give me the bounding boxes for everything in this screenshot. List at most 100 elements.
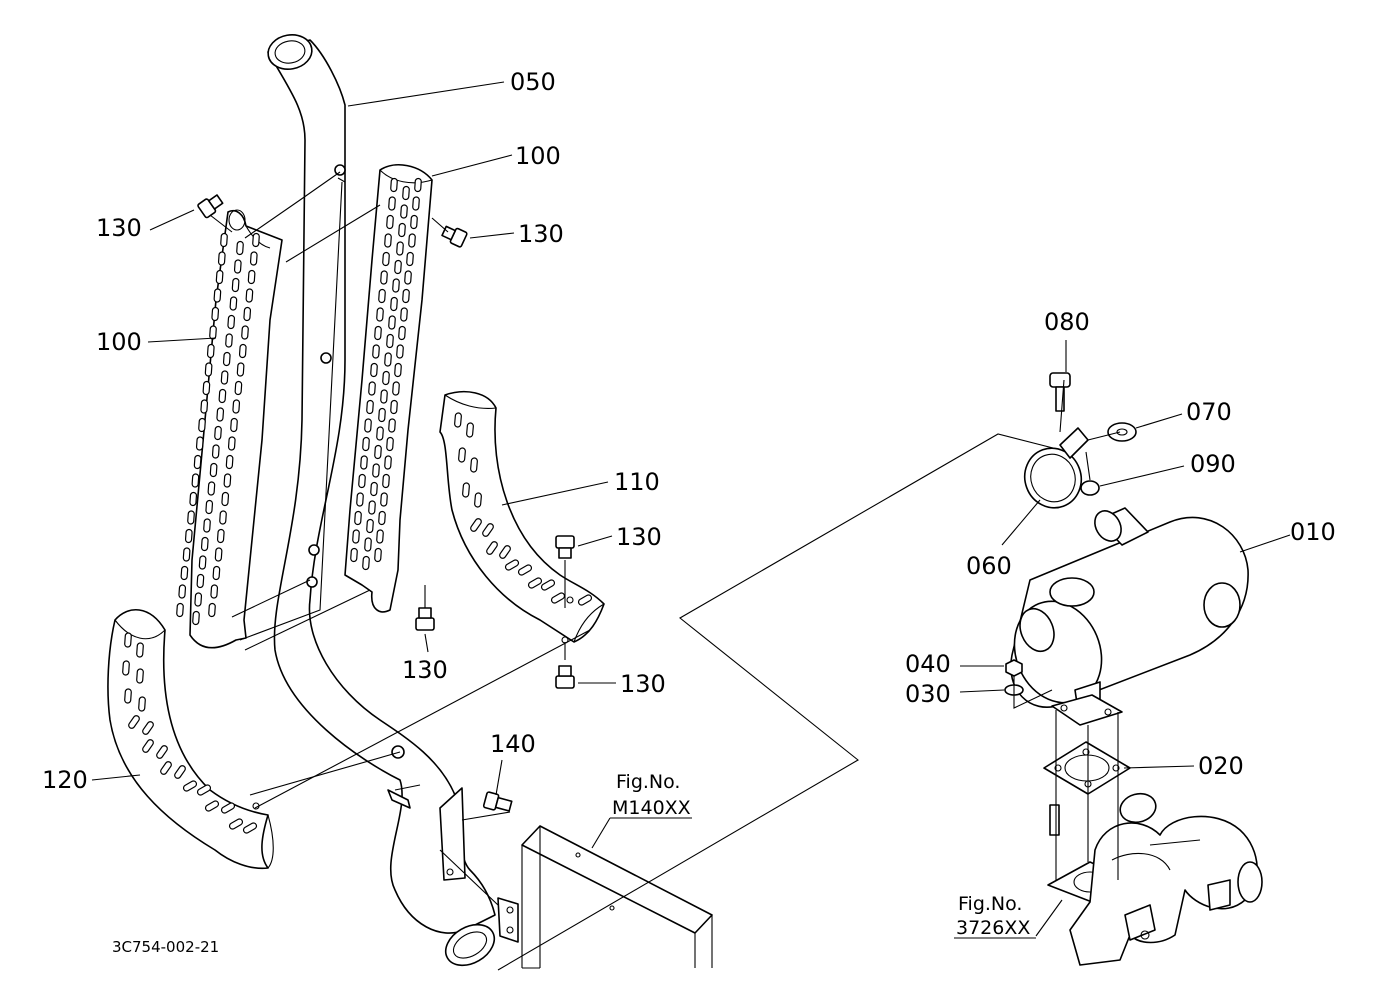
perforation-slot (392, 381, 400, 396)
perforation-slot (499, 545, 511, 559)
perforation-slot (466, 422, 474, 438)
perforation-slot (225, 333, 233, 348)
perforation-slot (142, 721, 154, 735)
perforation-slot (207, 481, 216, 496)
perforation-slot (178, 584, 187, 599)
fig-ref-label: Fig.No. (958, 893, 1022, 915)
perforation-slot (241, 325, 249, 340)
perforation-slot (376, 529, 384, 544)
perforation-slot (368, 500, 376, 515)
label-010: 010 (1290, 518, 1336, 546)
perforation-slot (414, 177, 422, 193)
perforation-slot (200, 399, 209, 414)
fig-ref-radiator: M140XX (612, 797, 691, 819)
label-060: 060 (966, 552, 1012, 580)
label-100: 100 (96, 328, 142, 356)
label-130: 130 (402, 656, 448, 684)
perforation-slot (354, 510, 362, 526)
perforation-slot (138, 696, 146, 712)
stud-bolt (1049, 804, 1060, 836)
clamp-060 (1023, 427, 1089, 509)
perforation-slot (372, 463, 380, 478)
perforation-slot (380, 492, 388, 507)
perforation-slot (225, 454, 234, 470)
heat-shield-100-right (344, 164, 433, 613)
perforation-slot (245, 288, 254, 303)
perforation-slot (219, 510, 227, 525)
perforation-slot (372, 344, 380, 359)
label-130: 130 (96, 214, 142, 242)
perforation-slot (356, 492, 364, 507)
perforation-slot (216, 528, 225, 544)
perforation-slot (223, 473, 232, 488)
perforation-slot (227, 436, 236, 451)
perforation-slot (136, 642, 144, 658)
perforation-slot (192, 610, 200, 626)
turbocharger (1047, 792, 1263, 966)
heat-shield-120 (107, 608, 274, 870)
perforation-slot (412, 196, 420, 211)
perforation-slot (394, 362, 402, 378)
perforation-slot (396, 344, 404, 359)
perforation-slot (124, 688, 132, 704)
perforation-slot (221, 491, 230, 507)
label-130: 130 (620, 670, 666, 698)
perforation-slot (352, 529, 360, 544)
perforation-slot (527, 577, 543, 589)
perforation-slot (370, 362, 378, 378)
perforation-slot (220, 802, 236, 814)
perforation-slot (238, 343, 247, 359)
perforation-slot (396, 241, 404, 256)
perforation-slot (196, 573, 205, 589)
label-140: 140 (490, 730, 536, 758)
perforation-slot (404, 270, 412, 285)
perforation-slot (189, 491, 198, 507)
perforation-slot (374, 444, 382, 460)
heat-shield-110 (439, 391, 605, 644)
radiator-frame (497, 825, 713, 969)
perforation-slot (203, 518, 211, 533)
perforation-slot (182, 547, 191, 562)
perforation-slot (236, 362, 245, 377)
perforation-slot (227, 314, 236, 330)
perforation-slot (208, 602, 216, 618)
perforation-slot (187, 510, 195, 525)
perforation-slot (378, 407, 386, 423)
perforation-slot (222, 351, 231, 367)
perforation-slot (462, 482, 470, 498)
perforation-slot (386, 333, 394, 349)
perforation-slot (362, 555, 370, 571)
label-120: 120 (42, 766, 88, 794)
perforation-slots (122, 177, 593, 834)
perforation-slot (204, 800, 220, 812)
perforation-slot (176, 602, 184, 618)
fig-ref-turbo: 3726XX (956, 917, 1030, 939)
perforation-slot (193, 454, 202, 470)
perforation-slot (217, 251, 226, 266)
perforation-slot (122, 660, 130, 676)
perforation-slot (232, 399, 241, 414)
perforation-slot (388, 196, 396, 211)
perforation-slot (470, 457, 478, 473)
perforation-slot (360, 455, 368, 470)
perforation-slot (174, 765, 186, 779)
perforation-slot (350, 547, 358, 563)
perforation-slot (408, 233, 416, 248)
perforation-slot (211, 444, 220, 459)
perforation-slot (242, 822, 258, 834)
perforation-slot (384, 233, 392, 248)
perforation-slot (184, 528, 193, 544)
gasket-020 (1043, 741, 1131, 795)
perforation-slot (364, 418, 372, 433)
reference-lines (209, 171, 1121, 971)
perforation-slot (230, 417, 238, 433)
perforation-slot (362, 436, 370, 452)
perforation-slot (214, 547, 223, 562)
perforation-slot (410, 214, 418, 230)
perforation-slot (392, 278, 400, 293)
label-070: 070 (1186, 398, 1232, 426)
label-110: 110 (614, 468, 660, 496)
perforation-slot (374, 325, 382, 341)
perforation-slot (196, 784, 212, 796)
